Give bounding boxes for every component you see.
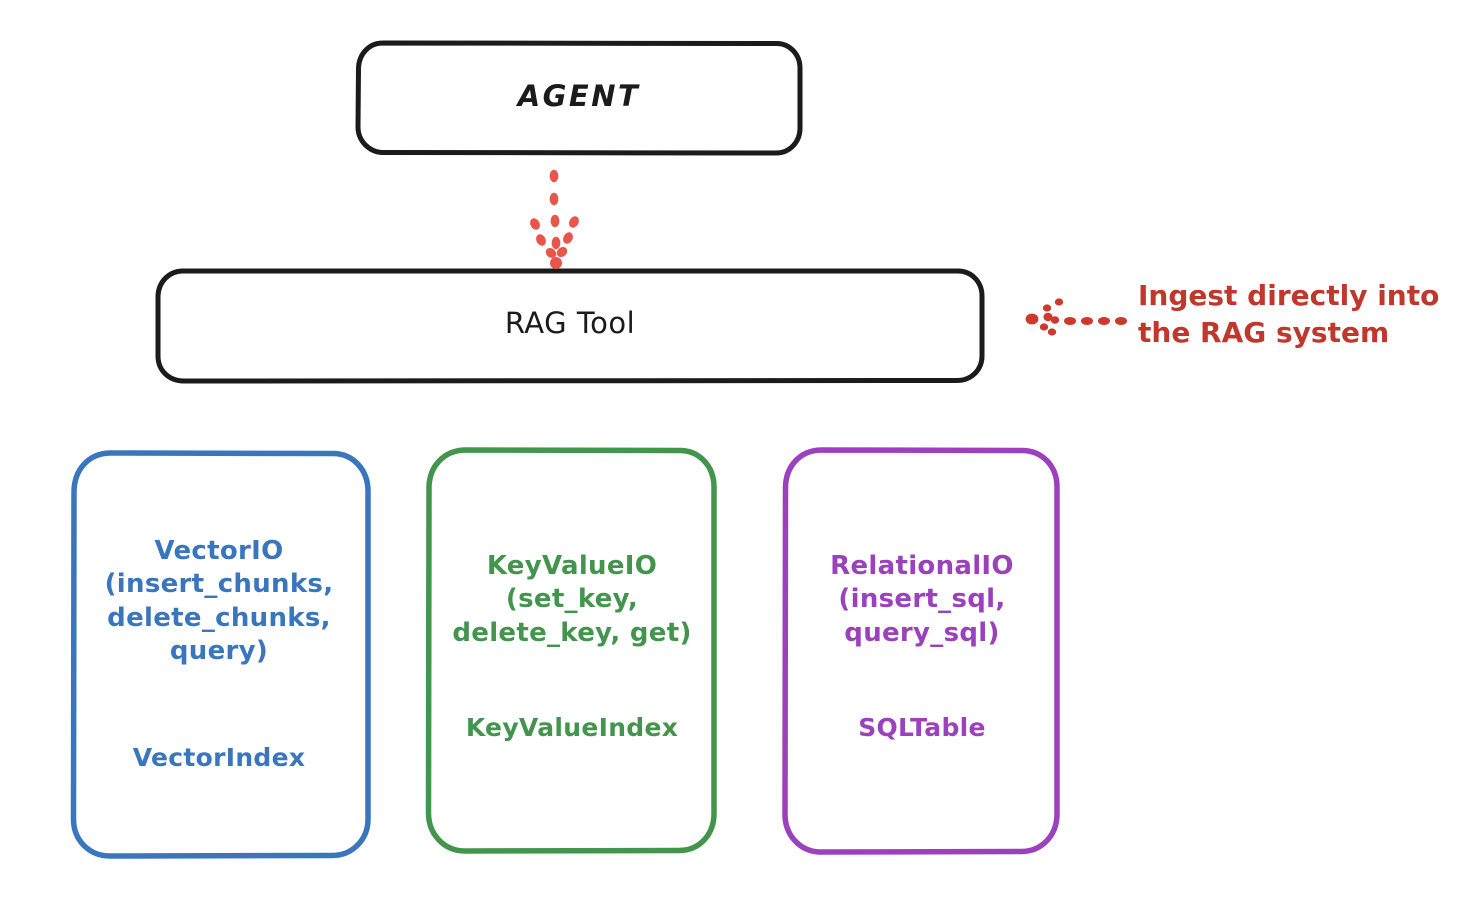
rag-tool-box[interactable] — [155, 268, 985, 384]
ingest-annotation-label: Ingest directly into the RAG system — [1138, 279, 1440, 349]
ingest-arrow — [1025, 298, 1127, 336]
key-value-io-box[interactable] — [425, 447, 717, 854]
vector-io-box[interactable] — [70, 450, 371, 859]
agent-to-rag-connector — [530, 169, 579, 269]
agent-box[interactable] — [355, 40, 803, 156]
relational-io-box[interactable] — [782, 447, 1060, 855]
